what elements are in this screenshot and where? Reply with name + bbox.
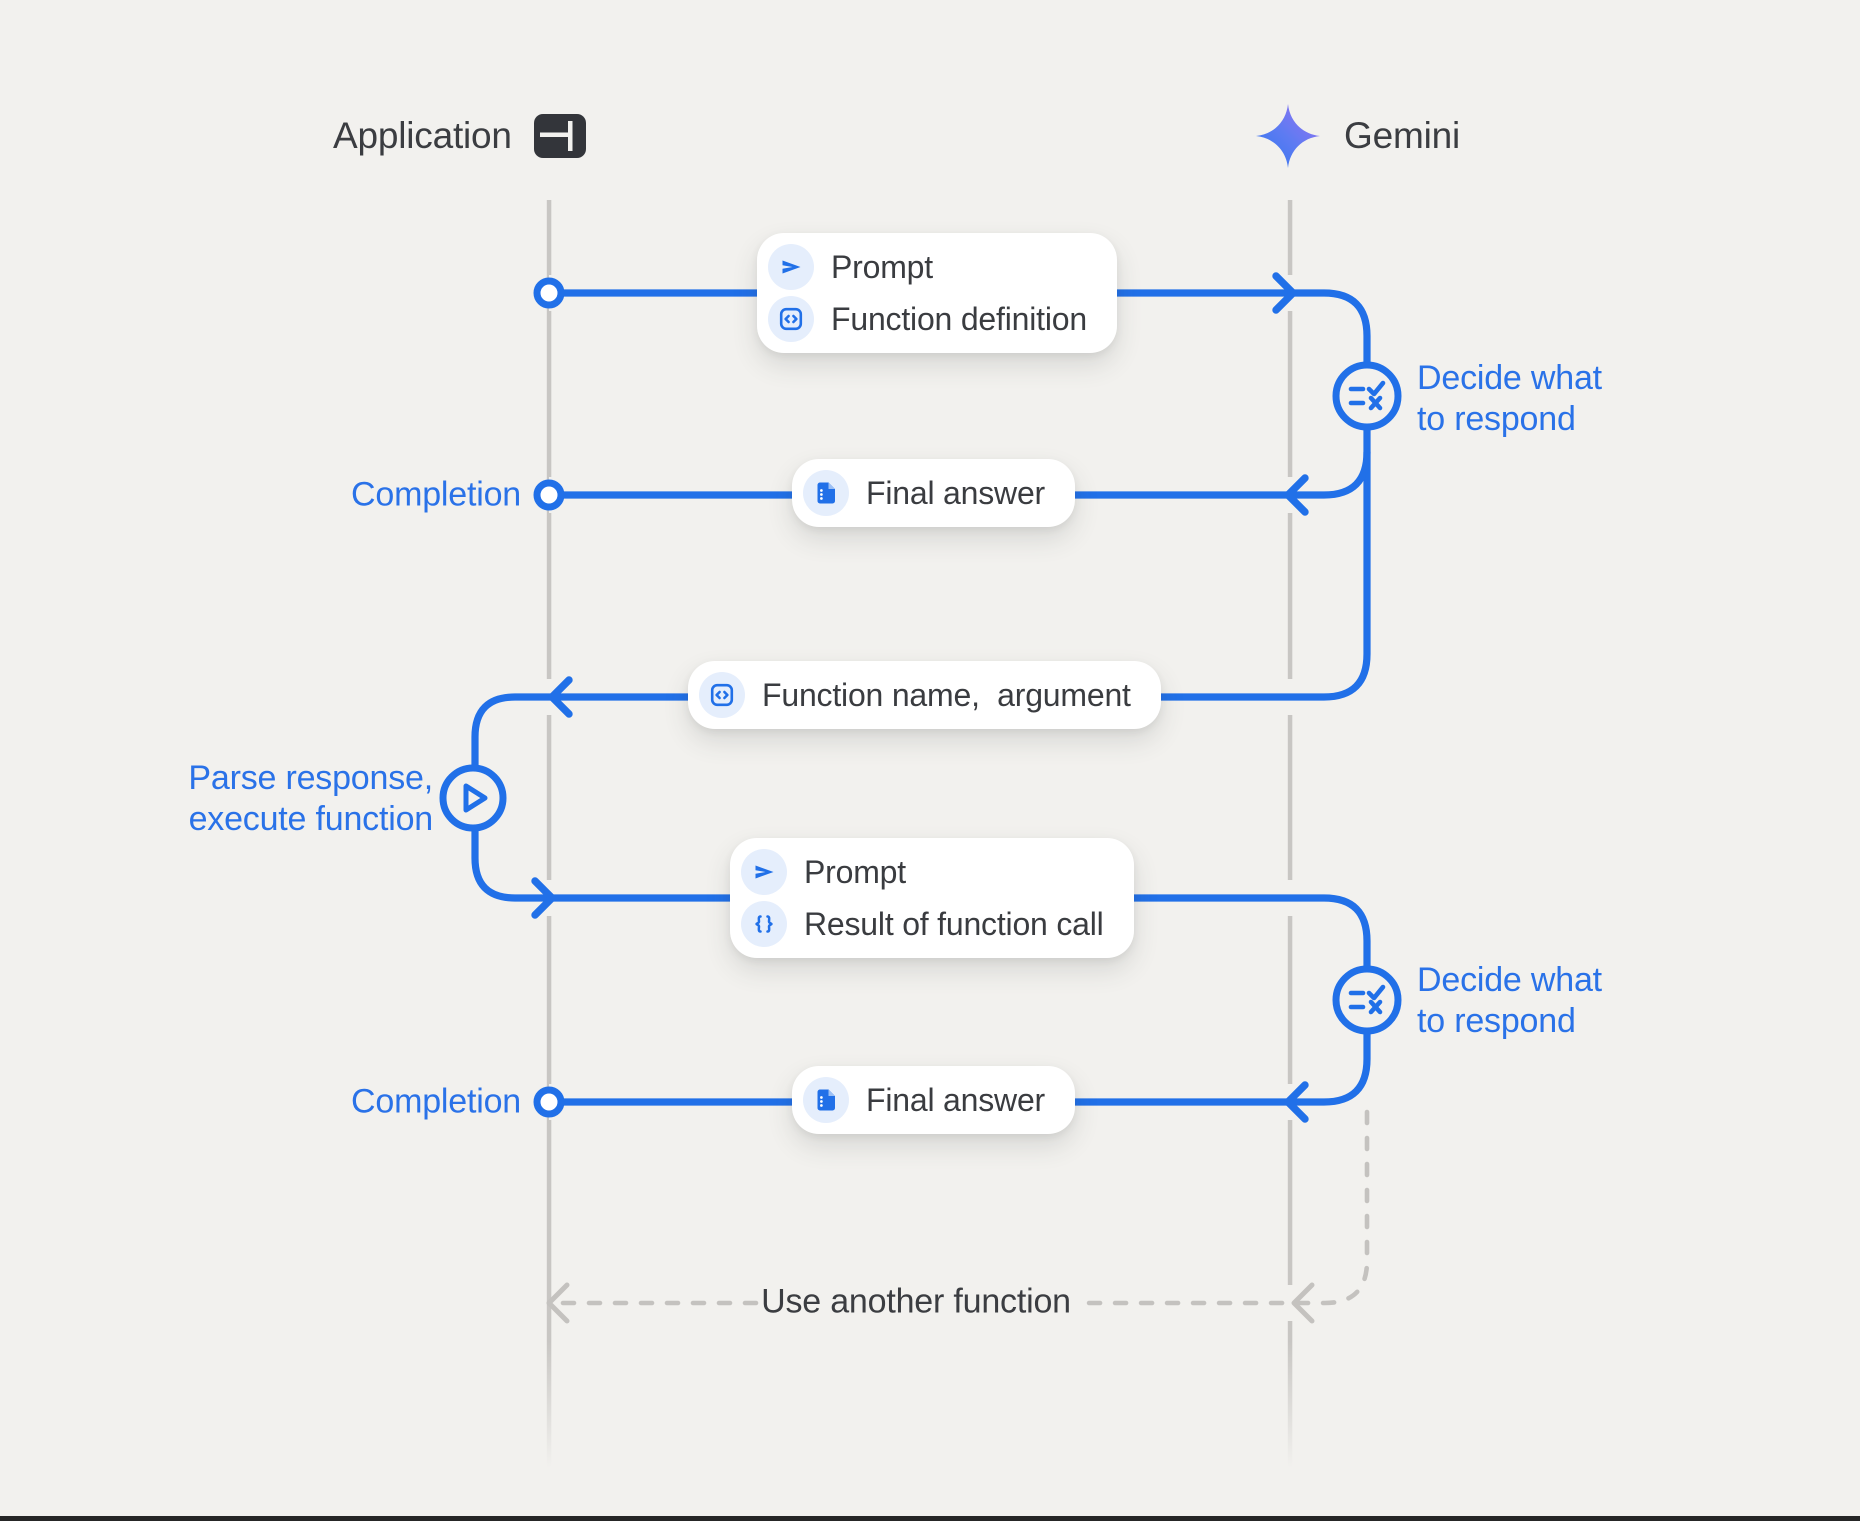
actor-application: Application — [333, 114, 586, 158]
send-icon — [741, 849, 787, 895]
arrowhead-prompt-1 — [1272, 272, 1297, 314]
completion-label-1: Completion — [351, 475, 521, 514]
wire-final-answer-2 — [545, 1027, 1371, 1106]
window-bottom-edge — [0, 1516, 1860, 1521]
pill-final-answer-1: Final answer — [792, 459, 1076, 527]
pill-label: Final answer — [866, 474, 1046, 511]
pill-row: Prompt — [768, 243, 1087, 291]
parse-execute-label: Parse response, execute function — [188, 759, 433, 838]
pill-label: Prompt — [831, 248, 933, 285]
pill-row: Final answer — [803, 1076, 1045, 1124]
pill-label: Function name, argument — [762, 676, 1131, 713]
pill-function-name-argument: Function name, argument — [688, 661, 1161, 729]
wire-casings — [457, 275, 1385, 1321]
send-icon — [768, 244, 814, 290]
app-window-icon — [533, 114, 586, 158]
actor-gemini: Gemini — [1256, 104, 1460, 168]
dashed-arrowhead-application — [546, 1282, 570, 1324]
arrowhead-final-answer-1 — [1284, 474, 1309, 516]
pill-row: Function definition — [768, 295, 1087, 343]
completion-marker-2 — [533, 1086, 565, 1118]
gemini-sparkle-icon — [1256, 104, 1320, 168]
pill-label: Prompt — [804, 853, 906, 890]
wire-final-answer-1 — [545, 448, 1371, 499]
decide-label-2: Decide what to respond — [1417, 961, 1602, 1040]
application-lifeline — [546, 200, 552, 1468]
document-icon — [803, 1077, 849, 1123]
arrowhead-prompt-2 — [531, 877, 556, 919]
play-icon — [463, 783, 488, 813]
pill-row: Result of function call — [741, 900, 1104, 948]
completion-marker-1 — [533, 479, 565, 511]
code-icon — [768, 296, 814, 342]
decide-node-1 — [1332, 361, 1402, 431]
pill-row: Prompt — [741, 848, 1104, 896]
pill-prompt-function-result: Prompt Result of function call — [730, 838, 1134, 958]
completion-label-2: Completion — [351, 1082, 521, 1121]
braces-icon — [741, 901, 787, 947]
pill-row: Final answer — [803, 469, 1045, 517]
pill-row: Function name, argument — [699, 671, 1131, 719]
arrowhead-final-answer-2 — [1284, 1081, 1309, 1123]
pill-label: Final answer — [866, 1081, 1046, 1118]
arrowhead-function-name — [548, 676, 573, 718]
checklist-icon — [1348, 984, 1386, 1015]
code-icon — [699, 672, 745, 718]
checklist-icon — [1348, 380, 1386, 411]
document-icon — [803, 470, 849, 516]
pill-label: Function definition — [831, 300, 1087, 337]
execute-node — [439, 764, 507, 832]
gemini-lifeline — [1287, 200, 1293, 1468]
dashed-arrowhead-gemini — [1291, 1282, 1315, 1324]
origin-marker-prompt-1 — [533, 277, 565, 309]
application-label: Application — [333, 115, 512, 156]
use-another-function-label: Use another function — [761, 1282, 1071, 1321]
decide-node-2 — [1332, 965, 1402, 1035]
use-another-function-path — [560, 1109, 1370, 1306]
pill-final-answer-2: Final answer — [792, 1066, 1076, 1134]
wire-prompt-1 — [545, 289, 1371, 367]
pill-prompt-function-definition: Prompt Function definition — [757, 233, 1117, 353]
decide-label-1: Decide what to respond — [1417, 359, 1602, 438]
pill-label: Result of function call — [804, 905, 1104, 942]
gemini-label: Gemini — [1344, 115, 1460, 156]
